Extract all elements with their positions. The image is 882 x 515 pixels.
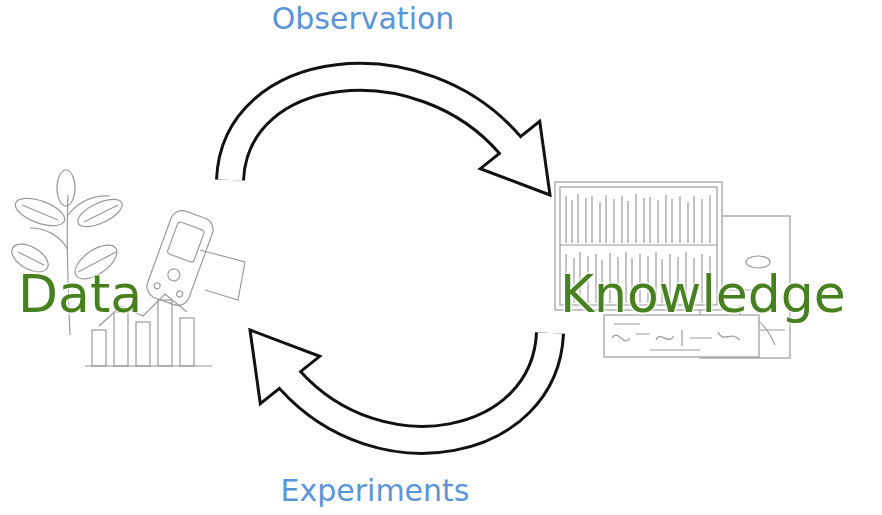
arrow-joint [281,373,300,388]
concept-node: Data [15,180,250,370]
concept-label: Data [18,266,142,323]
data-sketch [7,170,245,366]
arrow-label: Experiments [278,474,473,507]
arrow-head [250,330,320,404]
concept-label: Knowledge [560,266,846,323]
arrow-fill [290,333,550,440]
arrow-fill [230,77,510,180]
arrow-outline [290,333,550,440]
cycle-arrow [250,330,550,440]
arrow-label: Observation [269,2,458,35]
concept-node: Knowledge [550,178,870,358]
cycle-arrow [230,77,550,195]
arrow-outline [230,77,510,180]
arrow-head [480,121,550,195]
arrow-joint [501,138,520,153]
